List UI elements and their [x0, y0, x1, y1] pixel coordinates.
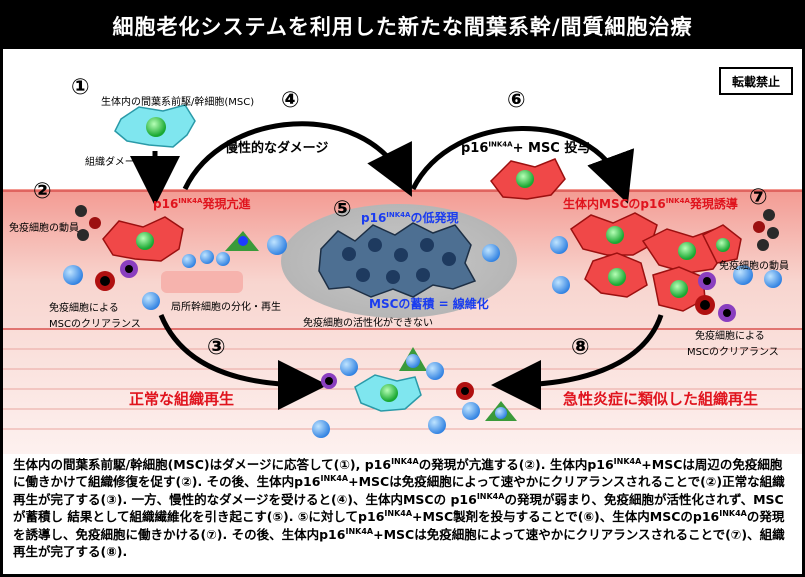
p16-msc-admin-label: p16INK4A+ MSC 投与 — [461, 140, 591, 156]
administered-p16-msc — [490, 158, 566, 200]
immune-clear-right-label-1: 免疫細胞による — [695, 331, 765, 342]
step-6-number: ⑥ — [507, 88, 526, 113]
immune-cell — [482, 244, 500, 262]
senescent-msc-right — [569, 212, 742, 312]
normal-regen-label: 正常な組織再生 — [129, 390, 235, 408]
fibrotic-msc-cluster — [318, 222, 477, 298]
immune-cells-left — [63, 205, 287, 310]
p16-low-label: p16INK4Aの低発現 — [361, 211, 459, 225]
immune-mobilize-right-label: 免疫細胞の動員 — [719, 261, 789, 272]
immune-clear-right-label-2: MSCのクリアランス — [687, 347, 779, 358]
msc-in-body-label: 生体内の間葉系前駆/幹細胞(MSC) — [101, 97, 255, 108]
step-3-number: ③ — [207, 335, 226, 360]
step-4-number: ④ — [281, 88, 300, 113]
regenerated-tissue-cells — [312, 347, 517, 438]
figure-caption: 生体内の間葉系前駆/幹細胞(MSC)はダメージに応答して(①), p16INK4… — [13, 456, 785, 560]
immune-clear-left-label-1: 免疫細胞による — [49, 303, 119, 314]
reproduction-forbidden-label: 転載禁止 — [719, 67, 793, 95]
chronic-damage-arrow — [182, 121, 412, 197]
normal-regen-arrow — [158, 314, 328, 410]
tissue-damage-label: 組織ダメージ — [85, 157, 145, 168]
msc-accum-label: MSCの蓄積 = 線維化 — [369, 297, 489, 311]
immune-cells-right — [550, 209, 782, 322]
msc-cell-step1 — [114, 104, 196, 148]
step-7-number: ⑦ — [749, 185, 768, 210]
senescent-msc-left — [102, 216, 184, 262]
step-2-number: ② — [33, 179, 52, 204]
p16-up-label: p16INK4A発現亢進 — [153, 197, 251, 211]
step-1-number: ① — [71, 75, 90, 100]
diagram-canvas — [3, 104, 802, 454]
immune-mobilize-left-label: 免疫細胞の動員 — [9, 223, 79, 234]
induce-p16-label: 生体内MSCのp16INK4A発現誘導 — [563, 197, 738, 211]
inflam-regen-label: 急性炎症に類似した組織再生 — [563, 390, 759, 408]
chronic-damage-label: 慢性的なダメージ — [225, 141, 329, 156]
page-title: 細胞老化システムを利用した新たな間葉系幹/間質細胞治療 — [3, 3, 802, 49]
p16-msc-admin-arrow — [410, 126, 635, 204]
inflam-regen-arrow — [491, 314, 664, 410]
immune-inactive-label: 免疫細胞の活性化ができない — [303, 318, 433, 329]
local-stem-diff-label: 局所幹細胞の分化・再生 — [171, 302, 281, 313]
step-8-number: ⑧ — [571, 335, 590, 360]
immune-clear-left-label-2: MSCのクリアランス — [49, 319, 141, 330]
step-5-number: ⑤ — [333, 197, 352, 222]
stem-cell-group — [161, 231, 259, 293]
